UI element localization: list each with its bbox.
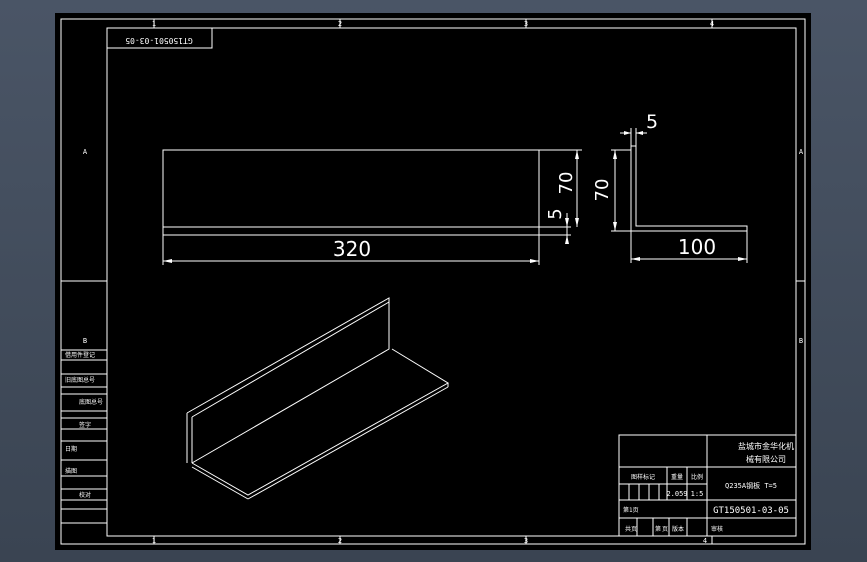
zone-bottom-4: 4 xyxy=(703,537,707,545)
scale-value: 1:5 xyxy=(691,490,704,498)
stamp-code: GT150501-03-05 xyxy=(125,36,193,45)
bottom-label-review: 审核 xyxy=(711,525,723,533)
weight-value: 2.059 xyxy=(666,490,687,498)
material-spec: Q235A钢板 T=5 xyxy=(725,481,777,490)
bottom-label-total: 共 xyxy=(625,525,631,533)
left-strip-label-3: 底图总号 xyxy=(79,398,103,406)
left-strip-label-4: 签字 xyxy=(79,421,91,429)
cad-canvas: 1 2 3 4 1 2 3 4 A B A B GT150501-03-05 3… xyxy=(60,18,806,545)
isometric-view xyxy=(186,297,449,500)
left-strip-label-1: 借用件登记 xyxy=(65,351,95,359)
zone-bottom-3: 3 xyxy=(524,537,528,545)
stamp-box xyxy=(106,27,213,49)
company-name-line1: 盐城市金华化机 xyxy=(738,441,794,451)
zone-left-a: A xyxy=(83,148,88,156)
zone-top-4: 4 xyxy=(710,20,714,28)
dim-front-height: 70 xyxy=(556,172,577,195)
zone-bottom-1: 1 xyxy=(152,537,156,545)
zone-right-b: B xyxy=(799,337,803,345)
left-strip-label-6: 描图 xyxy=(65,467,77,475)
sheet-label: 第1页 xyxy=(623,506,639,514)
zone-bottom-2: 2 xyxy=(338,537,342,545)
bottom-label-version: 版本 xyxy=(672,525,684,533)
zone-top-3: 3 xyxy=(524,20,528,28)
bottom-label-page2: 页 xyxy=(662,526,668,533)
side-view xyxy=(611,128,748,263)
left-strip-label-7: 校对 xyxy=(79,491,91,499)
zone-right-a: A xyxy=(799,148,804,156)
front-view xyxy=(162,149,582,265)
title-header-scale: 比例 xyxy=(691,473,703,481)
zone-left-b: B xyxy=(83,337,87,345)
bottom-label-num: 第 xyxy=(655,525,661,533)
dim-side-height: 70 xyxy=(592,179,613,202)
company-name-line2: 械有限公司 xyxy=(746,454,786,464)
dim-front-thickness: 5 xyxy=(545,208,566,219)
drawing-number: GT150501-03-05 xyxy=(713,506,789,516)
left-strip-label-5: 日期 xyxy=(65,445,77,453)
title-header-marking: 图样标记 xyxy=(631,473,655,481)
drawing-sheet: 1 2 3 4 1 2 3 4 A B A B GT150501-03-05 3… xyxy=(55,13,811,550)
outer-border xyxy=(60,18,806,545)
bottom-label-page1: 页 xyxy=(631,526,637,533)
zone-top-1: 1 xyxy=(152,20,156,28)
dim-front-length: 320 xyxy=(333,237,371,261)
dim-side-thickness: 5 xyxy=(646,111,658,133)
inner-border xyxy=(106,27,797,537)
left-strip-label-2: 旧底图总号 xyxy=(65,376,95,384)
title-header-weight: 重量 xyxy=(671,473,683,481)
dim-side-width: 100 xyxy=(678,235,716,259)
zone-top-2: 2 xyxy=(338,20,342,28)
